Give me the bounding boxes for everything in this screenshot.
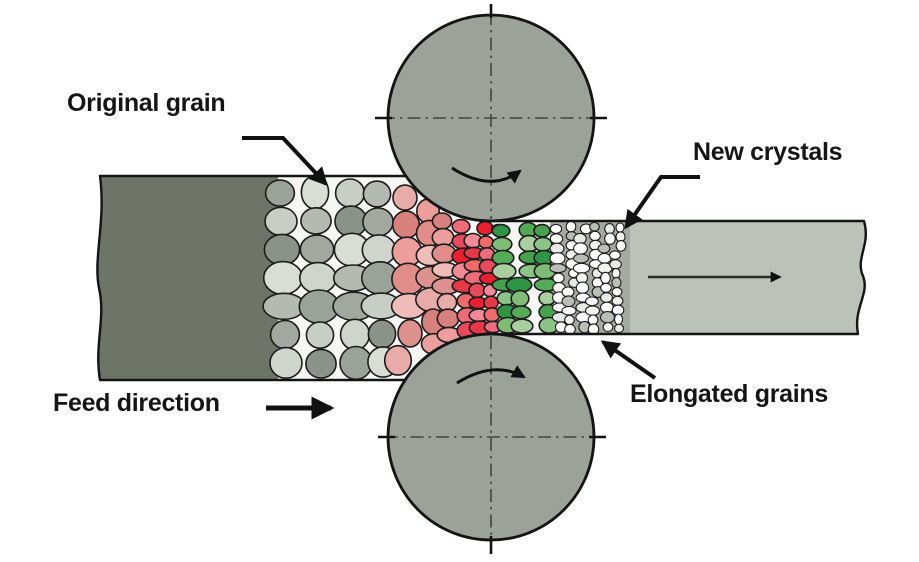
crystal-grain [573,242,588,255]
gray-grain [305,321,335,350]
crystal-grain [549,263,567,274]
crystal-grain [611,276,622,289]
crystal-grain [561,305,577,316]
gray-grain [299,234,335,265]
crystal-grain [602,322,614,333]
pink-grain [431,212,453,231]
crystal-grain [615,222,625,233]
gray-grain [305,348,337,379]
crystal-grain [609,250,621,260]
pink-grain [397,318,423,348]
gray-grain [334,178,366,209]
crystal-grain [552,272,565,284]
crystal-grain [564,314,575,326]
gray-grain [362,180,392,208]
feed-direction-label: Feed direction [53,389,220,417]
gray-grain [269,319,301,350]
green-grain [533,223,551,238]
gray-grain [269,346,303,380]
centerline-ticks [375,4,607,554]
incoming-solid-zone [97,176,278,380]
gray-grain [264,179,296,207]
gray-grain [263,233,301,266]
crystal-grain [599,311,616,324]
new-crystals-label: New crystals [693,138,843,166]
new-crystals-callout-arrow [624,175,700,230]
gray-grain [362,207,394,237]
pink-grain [392,184,418,211]
crystal-grain [549,233,564,245]
red-grain [476,220,494,236]
crystal-grain [549,252,566,265]
green-grain [491,236,513,252]
top-roller-rotation-arrow [451,166,522,184]
crystal-grain [597,243,611,254]
crystal-grain [572,253,590,264]
crystal-grain [584,305,601,316]
elongated-grains-label: Elongated grains [630,380,829,408]
crystal-grain [561,295,576,308]
red-grain [478,235,494,250]
gray-grain [262,260,304,296]
green-grain [510,289,530,308]
bottom-roller-rotation-arrow [456,365,526,385]
crystal-grain [615,240,627,252]
green-grain [510,305,532,320]
pink-grain [436,308,460,329]
green-grain [491,262,517,280]
gray-grain [264,206,298,237]
crystal-grain [613,313,624,326]
crystal-grain [575,281,590,295]
red-grain [468,282,486,299]
crystal-grain [589,221,600,232]
pink-grain [383,344,413,376]
red-grain [451,218,471,234]
elongated-grains-callout-arrow [600,340,657,380]
crystal-grain [611,287,623,297]
crystal-grain [604,232,616,245]
strip-zones [97,176,630,380]
green-grain [491,223,511,238]
green-grain [510,318,534,334]
crystal-grain [549,223,563,234]
crystal-grain [565,220,577,233]
original-grain-label: Original grain [67,89,226,117]
crystal-grain [600,292,613,304]
gray-grain [300,206,332,235]
crystal-grain [585,296,599,307]
crystal-grain [589,230,601,242]
crystal-grain [611,295,624,307]
pink-grain [391,210,421,240]
crystal-grain [600,282,612,293]
crystal-grain [572,262,591,274]
gray-grain [367,319,397,349]
crystal-grain [613,323,625,334]
gray-grain [339,318,371,351]
green-grain [533,236,553,252]
grain-structures [262,176,627,380]
gray-grain [361,234,397,266]
crystal-grain [597,252,612,264]
crystal-grain [600,271,611,285]
crystal-grain [609,259,622,270]
gray-grain [298,261,337,295]
original-grain-callout-arrow [242,136,328,187]
